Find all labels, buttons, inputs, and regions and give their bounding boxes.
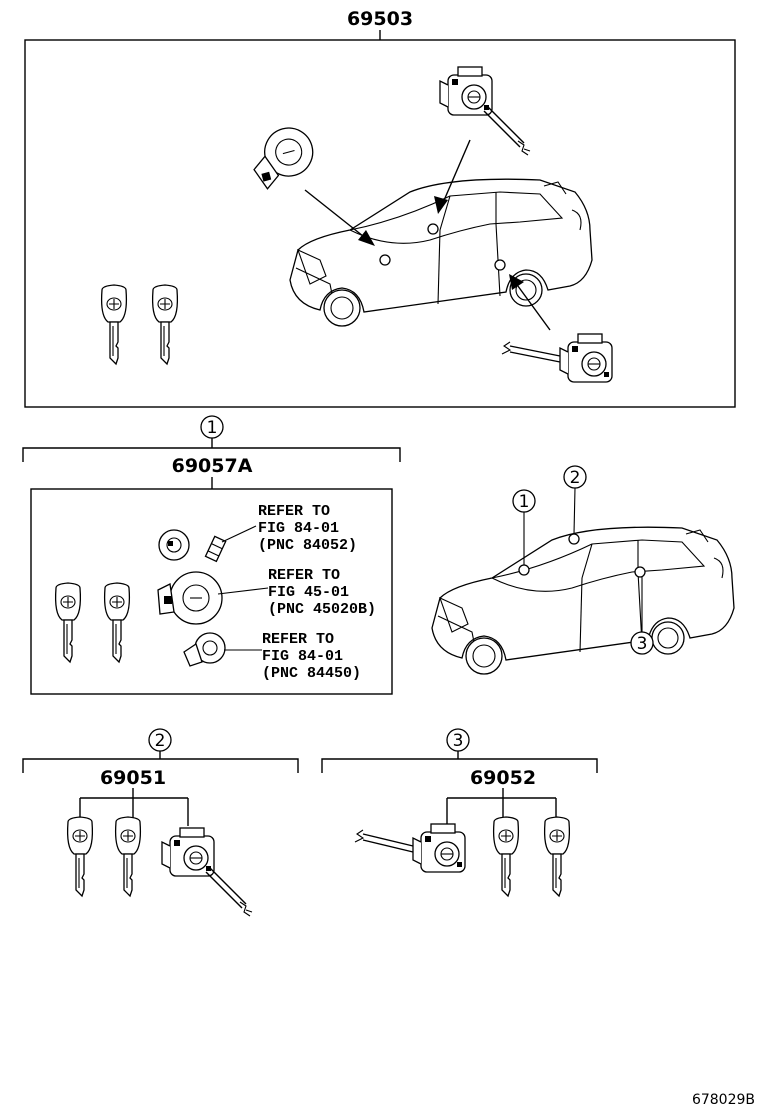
arrow-back-door <box>434 139 471 214</box>
arrow-front-door <box>509 274 551 331</box>
locator-leader-2 <box>573 487 576 535</box>
key-4 <box>103 582 131 663</box>
group2-tree <box>79 788 189 826</box>
ref2-line2: FIG 45-01 <box>268 584 349 601</box>
group2-bracket <box>22 758 299 773</box>
locator-callout-2: 2 <box>570 468 581 488</box>
back-door-cylinder-part-2 <box>161 827 253 917</box>
ref1-line1: REFER TO <box>258 503 330 520</box>
group3-tree <box>446 788 557 826</box>
vehicle-illustration-locator <box>431 526 735 675</box>
group3-bracket <box>321 758 598 773</box>
group1-part-number: 69057A <box>172 455 253 477</box>
callout-1-label: 1 <box>207 418 218 438</box>
diagram-code: 678029B <box>692 1092 755 1108</box>
key-7 <box>492 816 520 897</box>
ref2-line3: (PNC 45020B) <box>268 601 376 618</box>
arrow-ignition <box>304 189 375 246</box>
key-6 <box>114 816 142 897</box>
key-8 <box>543 816 571 897</box>
group3-part-number: 69052 <box>470 767 536 789</box>
callout-3-label: 3 <box>453 731 464 751</box>
locator-callout-3: 3 <box>637 634 648 654</box>
assembly-frame <box>24 39 736 408</box>
back-door-cylinder-part <box>439 66 531 156</box>
steering-lock-part <box>157 571 223 625</box>
ref-leader-1 <box>221 525 257 543</box>
group1-bracket <box>22 447 401 462</box>
ignition-point <box>379 254 391 266</box>
locator-callout-circle-2 <box>563 465 587 489</box>
locator-point-3 <box>634 566 646 578</box>
callout-2-label: 2 <box>155 731 166 751</box>
ref1-line2: FIG 84-01 <box>258 520 339 537</box>
locator-callout-circle-1 <box>512 489 536 513</box>
door-cylinder-part-2 <box>354 823 466 873</box>
door-cylinder-part <box>501 333 613 383</box>
front-door-point <box>494 259 506 271</box>
key-1 <box>100 284 128 365</box>
group1-frame <box>30 488 393 695</box>
back-door-point <box>427 223 439 235</box>
ref3-line3: (PNC 84450) <box>262 665 361 682</box>
ref-leader-2 <box>217 587 269 595</box>
switch-part <box>183 632 226 667</box>
ref3-line1: REFER TO <box>262 631 334 648</box>
ref2-line1: REFER TO <box>268 567 340 584</box>
switch-clip-part <box>204 535 227 563</box>
key-2 <box>151 284 179 365</box>
key-3 <box>54 582 82 663</box>
locator-callout-1: 1 <box>519 492 530 512</box>
ref1-line3: (PNC 84052) <box>258 537 357 554</box>
ref3-line2: FIG 84-01 <box>262 648 343 665</box>
locator-point-2 <box>568 533 580 545</box>
ignition-cylinder-part <box>253 127 314 190</box>
key-5 <box>66 816 94 897</box>
key-interlock-part <box>158 529 190 561</box>
assembly-part-number: 69503 <box>347 8 413 30</box>
group2-part-number: 69051 <box>100 767 166 789</box>
locator-point-1 <box>518 564 530 576</box>
locator-callout-circle-3 <box>630 631 654 655</box>
